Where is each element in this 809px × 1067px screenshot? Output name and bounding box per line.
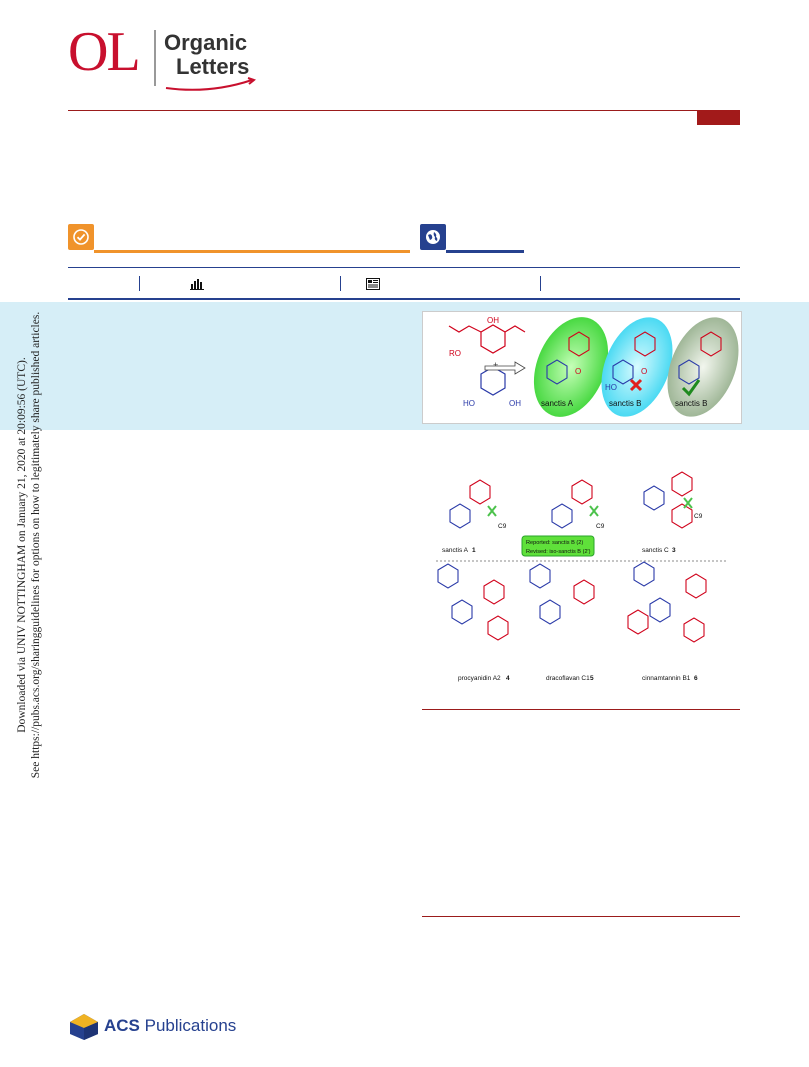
globe-icon	[420, 224, 446, 250]
compound-label-1: sanctis A	[442, 547, 469, 554]
compound-number-1: 1	[472, 547, 476, 554]
article-icon[interactable]	[366, 278, 380, 293]
logo-divider	[154, 30, 156, 86]
toc-atom-label: O	[641, 367, 647, 376]
toc-atom-label: OH	[509, 399, 521, 408]
compound-label-6: cinnamtannin B1	[642, 675, 691, 682]
metrics-separator	[340, 276, 341, 291]
toc-atom-label: OH	[487, 316, 499, 325]
figure-c9-label: C9	[498, 523, 507, 530]
toc-atom-label: HO	[463, 399, 475, 408]
download-notice: Downloaded via UNIV NOTTINGHAM on Januar…	[15, 305, 45, 785]
toc-atom-label: +	[493, 360, 498, 370]
journal-logo: OL Organic Letters	[68, 21, 288, 96]
metrics-top-rule	[68, 267, 740, 268]
callout-reported: Reported: sanctis B (2)	[526, 540, 583, 546]
logo-swoosh	[165, 77, 256, 91]
header-letter-tab	[697, 110, 740, 125]
toc-atom-label: RO	[449, 349, 461, 358]
journal-logo-letters: OL	[68, 21, 141, 83]
compound-label-5: dracoflavan C1	[546, 675, 590, 682]
toc-accept-mark	[681, 379, 701, 397]
compound-number-4: 4	[506, 675, 510, 682]
acs-rest: Publications	[139, 1016, 237, 1035]
figure-1-svg: C9 C9 C9 sanctis A 1 Reported: sanctis B…	[436, 471, 728, 682]
toc-graphic: OH RO + HO OH O O HO sanctis A sanc	[422, 311, 742, 424]
download-notice-line2: See https://pubs.acs.org/sharingguidelin…	[30, 311, 42, 779]
figure-c9-label: C9	[596, 523, 605, 530]
toc-reject-mark	[629, 378, 643, 392]
download-notice-line1: Downloaded via UNIV NOTTINGHAM on Januar…	[16, 357, 28, 733]
compound-number-6: 6	[694, 675, 698, 682]
bar-chart-icon[interactable]	[190, 278, 204, 293]
metrics-bottom-rule	[68, 298, 740, 300]
open-access-badge[interactable]	[420, 224, 446, 250]
journal-name-word2: Letters	[176, 54, 250, 79]
toc-atom-label: O	[575, 367, 581, 376]
compound-number-5: 5	[590, 675, 594, 682]
access-badge[interactable]	[68, 224, 94, 250]
figure-c9-label: C9	[694, 513, 703, 520]
toc-atom-label: HO	[605, 383, 617, 392]
journal-name-word1: Organic	[164, 30, 248, 55]
callout-revised: Revised: iso-sanctis B (2')	[526, 549, 591, 555]
check-circle-icon	[68, 224, 94, 250]
compound-label-3: sanctis C	[642, 547, 669, 554]
metrics-separator	[139, 276, 140, 291]
compound-label-4: procyanidin A2	[458, 675, 501, 682]
figure-caption-rule-top	[422, 709, 740, 710]
metrics-separator	[540, 276, 541, 291]
toc-graphic-svg: OH RO + HO OH O O HO sanctis A sanc	[448, 316, 739, 417]
acs-publications-text: ACS Publications	[104, 1016, 236, 1036]
open-access-underline	[446, 250, 524, 253]
acs-publications-logo: ACS Publications	[68, 1012, 238, 1044]
acs-bold: ACS	[104, 1016, 140, 1035]
acs-hexagon-icon	[70, 1014, 98, 1040]
figure-caption-rule-bottom	[422, 916, 740, 917]
access-badge-underline	[94, 250, 410, 253]
toc-compound-label: sanctis B	[675, 399, 707, 408]
figure-1: C9 C9 C9 sanctis A 1 Reported: sanctis B…	[422, 466, 740, 698]
compound-number-3: 3	[672, 547, 676, 554]
toc-compound-label: sanctis A	[541, 399, 574, 408]
header-rule	[68, 110, 740, 111]
toc-compound-label: sanctis B	[609, 399, 641, 408]
revision-callout	[521, 535, 595, 557]
